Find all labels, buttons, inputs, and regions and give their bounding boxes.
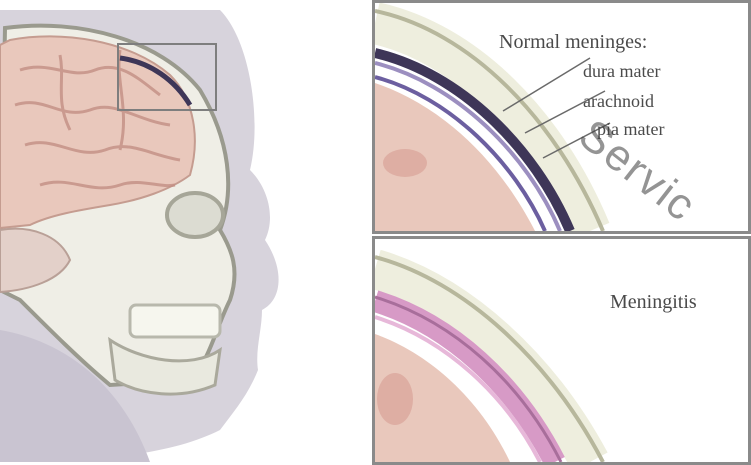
label-dura-mater: dura mater xyxy=(583,61,660,82)
panel-meningitis: Meningitis xyxy=(372,236,751,465)
eye-socket xyxy=(167,193,223,237)
meningitis-illustration xyxy=(375,239,748,462)
teeth xyxy=(130,305,220,337)
meningitis-title: Meningitis xyxy=(610,291,697,314)
label-arachnoid: arachnoid xyxy=(583,91,654,112)
normal-meninges-title: Normal meninges: xyxy=(499,31,647,54)
